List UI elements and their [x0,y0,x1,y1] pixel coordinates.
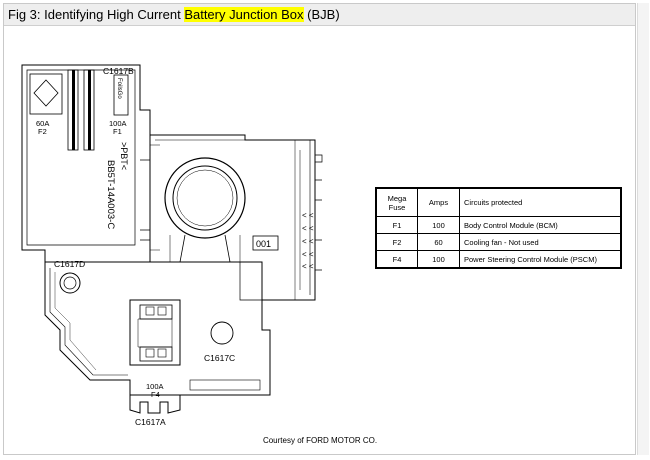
table-row: F2 60 Cooling fan - Not used [375,233,622,251]
figure-title: Fig 3: Identifying High Current Battery … [4,4,635,26]
foil-label-box [113,74,129,116]
cell-fuse: F2 [375,233,418,251]
cell-circuit: Power Steering Control Module (PSCM) [459,250,622,269]
arrow-mark-4: < < [302,250,314,259]
label-foil: FoilsGo [116,78,122,99]
c1617a-connector [129,395,181,414]
label-part-number: BB5T-14A003-C [105,160,116,229]
arrow-mark-3: < < [302,237,314,246]
marker-box [252,235,279,251]
table-row: F1 100 Body Control Module (BCM) [375,216,622,234]
label-c1617b: C1617B [103,66,134,76]
label-f2-amps: 60A [36,119,49,128]
scrollbar[interactable] [637,3,649,455]
cell-amps: 100 [417,216,460,234]
label-c1617d: C1617D [54,259,85,269]
cell-circuit: Body Control Module (BCM) [459,216,622,234]
table-header-row: Mega Fuse Amps Circuits protected [375,187,622,217]
cell-amps: 60 [417,233,460,251]
diamond-terminal [33,79,59,107]
title-suffix: (BJB) [303,7,340,22]
label-f1-amps: 100A [109,119,127,128]
round-stud-outer [164,157,246,239]
title-prefix: Fig 3: Identifying High Current [8,7,185,22]
label-f2: F2 [38,127,47,136]
bjb-upper-housing [21,64,151,263]
label-c1617c: C1617C [204,353,235,363]
fuse-f4-housing [129,299,181,366]
header-amps: Amps [417,187,460,217]
bjb-lower-housing [44,262,271,396]
arrow-mark-2: < < [302,224,314,233]
cell-circuit: Cooling fan - Not used [459,233,622,251]
figure-frame: Fig 3: Identifying High Current Battery … [3,3,636,455]
label-pbt: >PBT< [119,142,129,170]
cell-fuse: F1 [375,216,418,234]
arrow-mark-1: < < [302,211,314,220]
c1617c-connector-hole [210,321,234,345]
round-stud-inner [172,165,238,231]
table-row: F4 100 Power Steering Control Module (PS… [375,250,622,269]
arrow-mark-5: < < [302,262,314,271]
bjb-center-housing [149,110,316,301]
title-highlight: Battery Junction Box [184,7,304,22]
label-marker: 001 [256,239,271,249]
cell-fuse: F4 [375,250,418,269]
label-f1: F1 [113,127,122,136]
header-circuits: Circuits protected [459,187,622,217]
c1617d-connector [59,272,81,294]
diamond-terminal-frame [29,73,63,115]
mega-fuse-table: Mega Fuse Amps Circuits protected F1 100… [375,187,622,269]
cell-amps: 100 [417,250,460,269]
label-c1617a: C1617A [135,417,166,427]
bjb-diagram: < < < < < < < < < < C1617B 60A F2 100A F… [21,64,323,427]
header-mega-fuse: Mega Fuse [375,187,418,217]
courtesy-caption: Courtesy of FORD MOTOR CO. [262,436,378,445]
label-f4-amps: 100A [146,382,164,391]
label-f4: F4 [151,390,160,399]
